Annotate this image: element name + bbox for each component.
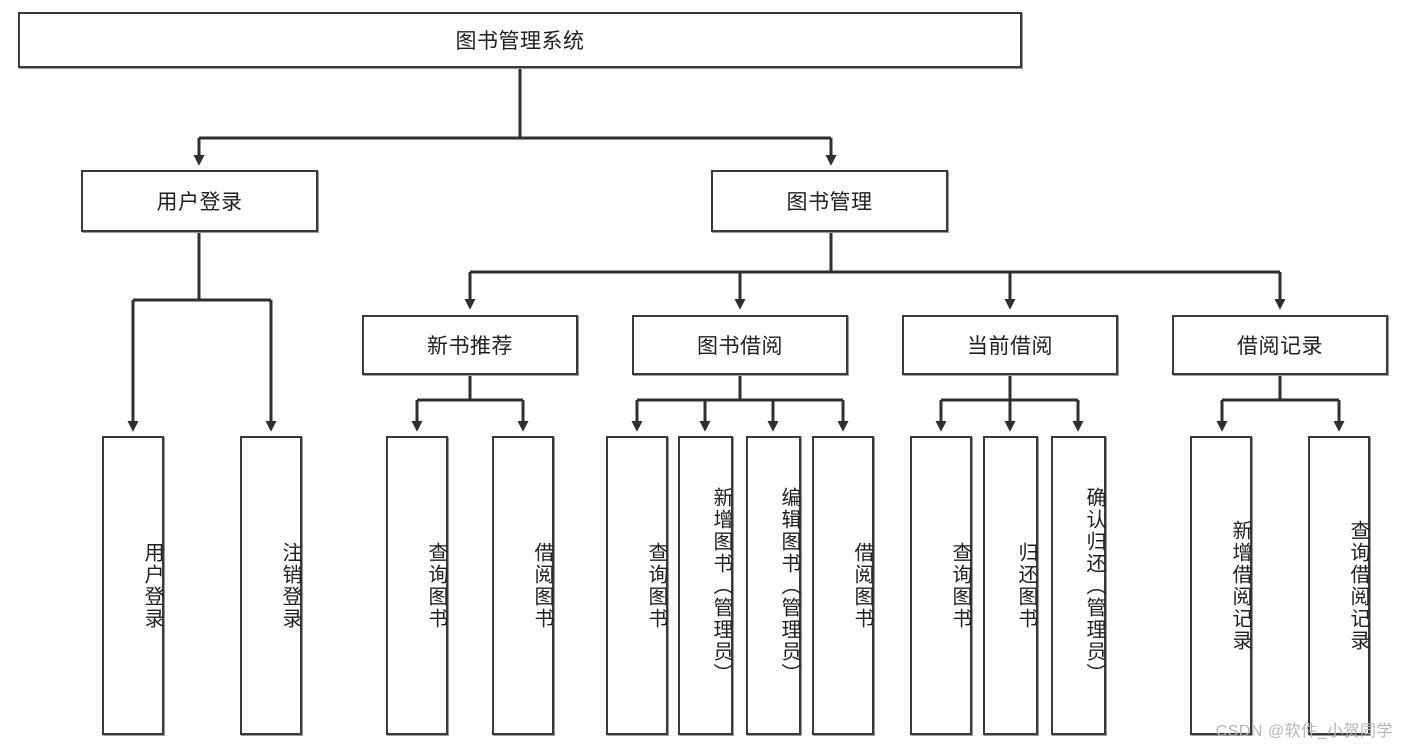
leaf-borrow-borrow-book[interactable]: 借阅图书 [812, 436, 874, 735]
node-label: 查询图书 [425, 541, 447, 630]
leaf-user-logout[interactable]: 注销登录 [240, 436, 302, 735]
leaf-current-return-book[interactable]: 归还图书 [983, 436, 1038, 735]
node-label: 当前借阅 [967, 335, 1053, 358]
node-label: 归还图书 [1015, 541, 1037, 630]
node-new-book-recommend[interactable]: 新书推荐 [362, 315, 578, 375]
node-label: 用户登录 [156, 191, 243, 214]
node-label: 查询借阅记录 [1347, 519, 1369, 652]
leaf-recommend-borrow-book[interactable]: 借阅图书 [492, 436, 554, 735]
node-label: 新增图书（管理员） [710, 486, 732, 685]
leaf-record-query-record[interactable]: 查询借阅记录 [1308, 436, 1370, 735]
node-label: 借阅记录 [1237, 335, 1323, 358]
node-label: 查询图书 [645, 541, 667, 630]
leaf-record-add-record[interactable]: 新增借阅记录 [1190, 436, 1252, 735]
leaf-borrow-edit-book-admin[interactable]: 编辑图书（管理员） [746, 436, 801, 735]
node-label: 借阅图书 [851, 541, 873, 630]
node-label: 图书借阅 [697, 335, 783, 358]
leaf-recommend-query-book[interactable]: 查询图书 [386, 436, 448, 735]
node-label: 图书管理系统 [455, 30, 585, 53]
node-borrow-record[interactable]: 借阅记录 [1172, 315, 1388, 375]
node-label: 新书推荐 [427, 335, 513, 358]
node-label: 借阅图书 [531, 541, 553, 630]
node-label: 用户登录 [141, 541, 163, 630]
node-label: 编辑图书（管理员） [778, 486, 800, 685]
leaf-current-confirm-return-admin[interactable]: 确认归还（管理员） [1051, 436, 1106, 735]
node-label: 查询图书 [949, 541, 971, 630]
node-label: 注销登录 [279, 541, 301, 630]
leaf-borrow-query-book[interactable]: 查询图书 [606, 436, 668, 735]
leaf-user-login[interactable]: 用户登录 [102, 436, 164, 735]
node-book-borrow[interactable]: 图书借阅 [632, 315, 848, 375]
node-label: 确认归还（管理员） [1083, 486, 1105, 685]
leaf-current-query-book[interactable]: 查询图书 [910, 436, 972, 735]
node-current-borrow[interactable]: 当前借阅 [902, 315, 1118, 375]
csdn-watermark: CSDN @软件_小贺同学 [1215, 723, 1393, 740]
node-book-management[interactable]: 图书管理 [711, 170, 948, 232]
node-label: 新增借阅记录 [1229, 519, 1251, 652]
leaf-borrow-add-book-admin[interactable]: 新增图书（管理员） [678, 436, 733, 735]
node-root-system[interactable]: 图书管理系统 [18, 12, 1022, 68]
node-label: 图书管理 [786, 191, 873, 214]
node-user-login[interactable]: 用户登录 [81, 170, 318, 232]
